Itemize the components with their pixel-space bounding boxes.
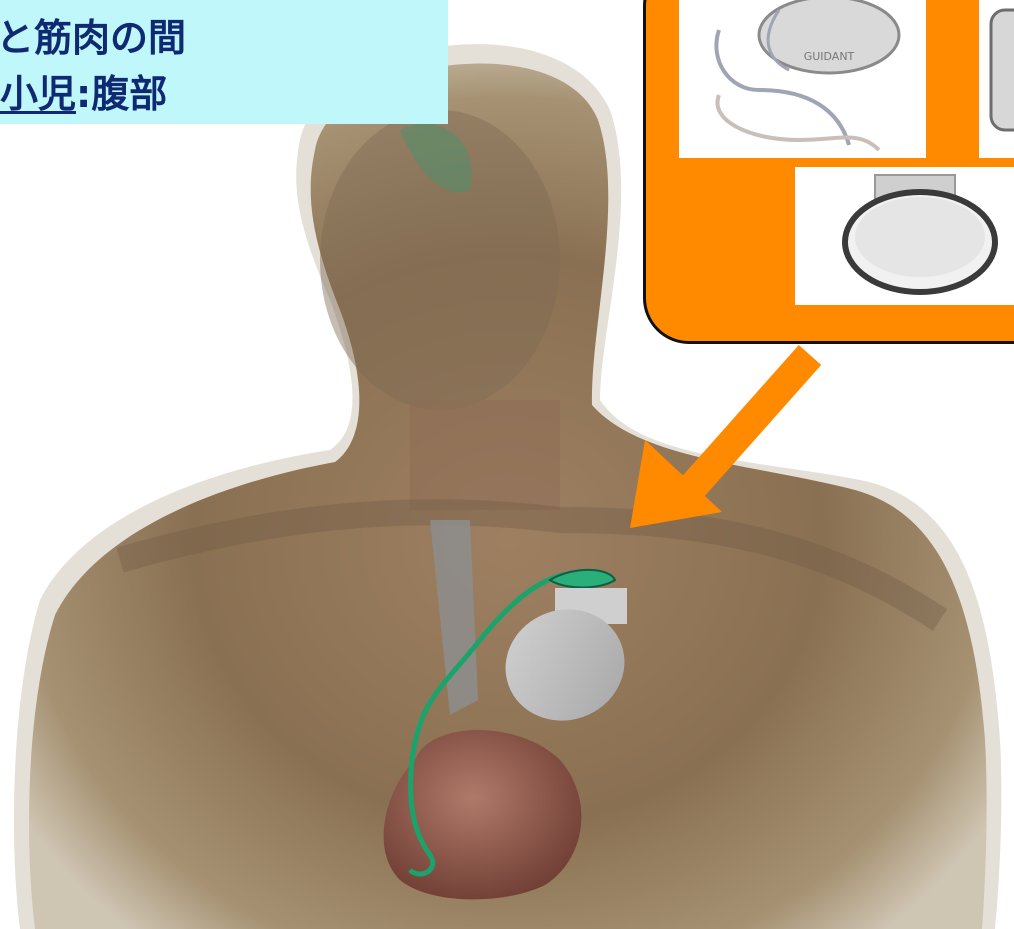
caption-line-2: 小児:腹部 bbox=[0, 72, 167, 116]
device-2-image bbox=[979, 0, 1014, 158]
device-photo-2 bbox=[979, 0, 1014, 158]
device-photo-3 bbox=[795, 167, 1014, 305]
device-3-image bbox=[795, 167, 1014, 305]
caption-line-2-suffix: :腹部 bbox=[76, 72, 167, 116]
device-photo-1: GUIDANT bbox=[679, 0, 926, 158]
device-1-image: GUIDANT bbox=[679, 0, 926, 158]
device-1-brand: GUIDANT bbox=[804, 50, 855, 63]
caption-box: と筋肉の間 小児:腹部 bbox=[0, 0, 448, 124]
caption-underlined-term: 小児 bbox=[0, 72, 76, 116]
caption-line-1: と筋肉の間 bbox=[0, 16, 186, 60]
neck bbox=[410, 400, 560, 510]
